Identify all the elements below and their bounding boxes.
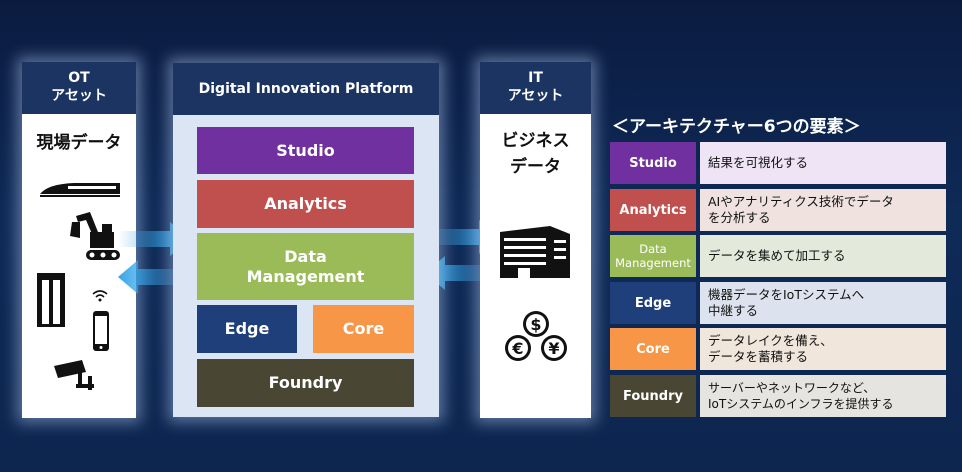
svg-text:¥: ¥: [548, 339, 559, 358]
row-tag-core: Core: [610, 328, 696, 370]
row-desc-edge-line2: 中継する: [708, 303, 759, 318]
row-desc-core-line1: データレイクを備え、: [708, 333, 833, 348]
architecture-title: ＜アーキテクチャー6つの要素＞: [612, 117, 861, 137]
row-tag-studio: Studio: [610, 142, 696, 184]
excavator-icon: [70, 212, 120, 260]
ot-subtitle: 現場データ: [36, 133, 122, 153]
row-desc-analytics: AIやアナリティクス技術でデータ を分析する: [700, 189, 946, 231]
edge-block: Edge: [197, 305, 297, 353]
it-subtitle: ビジネス データ: [480, 128, 591, 180]
row-desc-studio-line1: 結果を可視化する: [708, 155, 809, 170]
row-tag-data-management-line2: Management: [615, 256, 691, 270]
row-desc-analytics-line1: AIやアナリティクス技術でデータ: [708, 194, 894, 209]
row-tag-foundry: Foundry: [610, 375, 696, 417]
it-subtitle-line2: データ: [510, 157, 561, 177]
it-header-line2: アセット: [507, 88, 564, 104]
data-management-line1: Data: [284, 246, 327, 266]
office-building-icon: [500, 226, 570, 278]
row-desc-data-management-line1: データを集めて加工する: [708, 248, 846, 263]
foundry-block: Foundry: [197, 359, 414, 407]
studio-block: Studio: [197, 127, 414, 174]
ot-panel-header: OT アセット: [22, 62, 136, 114]
architecture-row-studio: Studio 結果を可視化する: [610, 142, 946, 184]
analytics-block: Analytics: [197, 180, 414, 228]
row-desc-edge: 機器データをIoTシステムへ 中継する: [700, 282, 946, 324]
row-desc-core: データレイクを備え、 データを蓄積する: [700, 328, 946, 370]
bullet-train-icon: [40, 183, 120, 197]
ot-header-line1: OT: [68, 70, 90, 86]
it-header-line1: IT: [528, 70, 543, 86]
platform-title: Digital Innovation Platform: [173, 63, 439, 115]
row-desc-analytics-line2: を分析する: [708, 210, 771, 225]
it-asset-panel: IT アセット ビジネス データ $: [480, 62, 591, 418]
elevator-icon: [37, 273, 65, 327]
it-panel-header: IT アセット: [480, 62, 591, 114]
wifi-icon: [92, 290, 108, 302]
ot-asset-panel: OT アセット 現場データ: [22, 62, 136, 418]
architecture-row-core: Core データレイクを備え、 データを蓄積する: [610, 328, 946, 370]
row-desc-studio: 結果を可視化する: [700, 142, 946, 184]
row-tag-edge: Edge: [610, 282, 696, 324]
row-tag-analytics: Analytics: [610, 189, 696, 231]
architecture-row-foundry: Foundry サーバーやネットワークなど、 IoTシステムのインフラを提供する: [610, 375, 946, 417]
security-camera-icon: [54, 360, 94, 390]
ot-header-line2: アセット: [51, 88, 107, 104]
svg-text:€: €: [511, 339, 523, 358]
it-subtitle-line1: ビジネス: [501, 131, 570, 151]
architecture-row-edge: Edge 機器データをIoTシステムへ 中継する: [610, 282, 946, 324]
row-desc-core-line2: データを蓄積する: [708, 349, 809, 364]
svg-text:$: $: [530, 315, 541, 334]
architecture-row-analytics: Analytics AIやアナリティクス技術でデータ を分析する: [610, 189, 946, 231]
row-desc-foundry: サーバーやネットワークなど、 IoTシステムのインフラを提供する: [700, 375, 946, 417]
arrow-ot-to-platform: [118, 222, 190, 256]
row-desc-data-management: データを集めて加工する: [700, 235, 946, 277]
smartphone-icon: [93, 311, 109, 351]
row-desc-foundry-line1: サーバーやネットワークなど、: [708, 381, 876, 395]
row-tag-data-management: Data Management: [610, 235, 696, 277]
data-management-block: Data Management: [197, 233, 414, 300]
data-management-line2: Management: [246, 266, 365, 286]
platform-panel: Digital Innovation Platform Studio Analy…: [173, 63, 439, 417]
row-desc-edge-line1: 機器データをIoTシステムへ: [708, 287, 865, 302]
currency-coins-icon: $ € ¥: [505, 311, 567, 361]
arrow-platform-to-ot: [118, 260, 190, 294]
row-tag-data-management-line1: Data: [639, 242, 667, 256]
architecture-row-data-management: Data Management データを集めて加工する: [610, 235, 946, 277]
row-desc-foundry-line2: IoTシステムのインフラを提供する: [708, 397, 894, 411]
core-block: Core: [313, 305, 414, 353]
arrow-it-to-platform: [425, 256, 497, 290]
